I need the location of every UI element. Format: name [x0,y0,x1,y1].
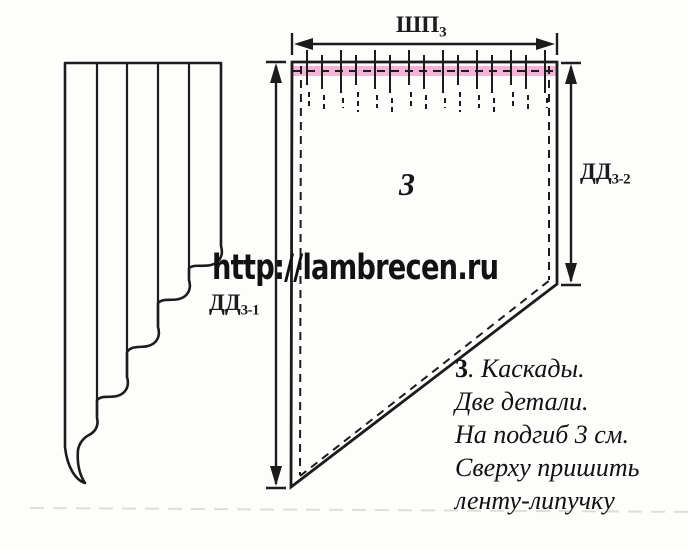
right-length-label-main: ДД [580,159,612,184]
cascade-sketch [63,61,224,485]
right-length-arrow [561,61,581,287]
right-length-label-sub: 3-2 [611,171,631,188]
note-line-5: ленту-липучку [455,486,615,515]
notes-block: 3. Каскады. Две детали. На подгиб 3 см. … [455,352,685,517]
pattern-piece [289,50,559,490]
right-length-label: ДД3-2 [580,159,631,188]
left-length-label-sub: 3-1 [240,302,260,319]
note-line-3: На подгиб 3 см. [455,420,629,449]
piece-number: 3 [399,166,415,202]
note-line-1: 3. Каскады. [455,354,585,383]
note-line-2: Две детали. [455,387,589,416]
note-number: 3 [455,354,468,383]
width-arrow [290,33,559,55]
cascade-outline [63,61,224,485]
watermark: http://lambrecen.ru [212,248,499,288]
width-label-sub: 3 [439,24,447,41]
left-length-label-main: ДД [209,290,241,315]
cascade-fold-lines [95,61,191,418]
pin-marks [306,50,548,112]
width-label-main: ШП [396,12,440,37]
left-length-arrow [266,60,286,490]
scan-noise [29,507,688,513]
left-length-label: ДД3-1 [209,290,260,319]
pattern-outline [289,60,559,490]
note-line-4: Сверху пришить [455,453,640,482]
width-label: ШП3 [396,12,447,41]
